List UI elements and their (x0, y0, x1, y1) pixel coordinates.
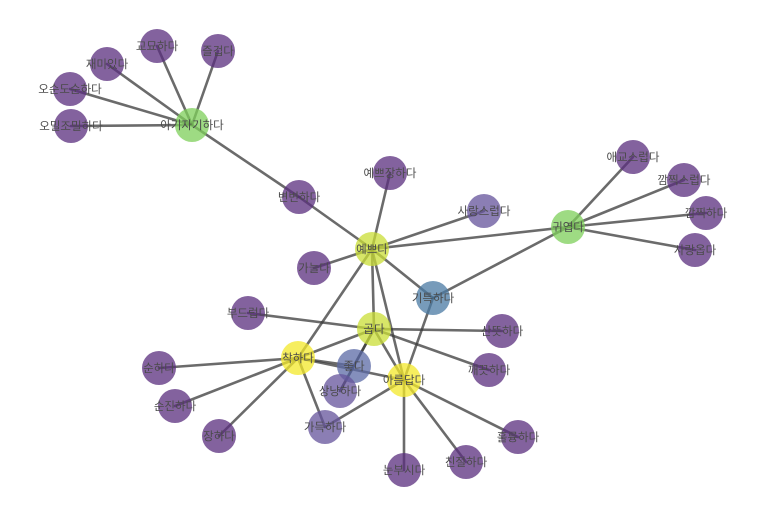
edge-n0-n4 (68, 87, 194, 127)
node-label: 순하다 (143, 361, 175, 375)
edge-n8-n20 (296, 247, 374, 360)
node-label: 깜찍스럽다 (658, 173, 711, 187)
node-label: 귀엽다 (552, 220, 584, 234)
node-label: 깜찍하다 (685, 206, 728, 220)
node-n30 (449, 445, 483, 479)
node-n15 (297, 251, 331, 285)
node-n26 (158, 389, 192, 423)
node-label: 변변하다 (278, 190, 321, 204)
node-label: 사랑옵다 (674, 243, 717, 257)
node-label: 눈부시다 (383, 463, 426, 477)
node-label: 사랑스럽다 (458, 204, 511, 218)
node-n25 (387, 363, 421, 397)
node-label: 착하다 (282, 351, 314, 365)
node-label: 순진하다 (154, 399, 197, 413)
node-n6 (282, 180, 316, 214)
node-n11 (616, 140, 650, 174)
node-n29 (202, 419, 236, 453)
edge-n0-n6 (190, 123, 301, 199)
node-label: 기특하다 (412, 291, 455, 305)
node-label: 교묘하다 (136, 39, 179, 53)
node-n1 (140, 29, 174, 63)
edge-n18-n22 (372, 327, 491, 372)
node-label: 가득하다 (304, 420, 347, 434)
node-n0 (175, 108, 209, 142)
node-label: 재미있다 (86, 57, 129, 71)
node-layer (53, 29, 723, 487)
edge-n20-n26 (173, 356, 300, 408)
edge-n0-n3 (105, 62, 194, 127)
node-n21 (337, 349, 371, 383)
node-label: 애교스럽다 (607, 150, 660, 164)
edge-n8-n10 (370, 225, 570, 251)
node-n31 (387, 453, 421, 487)
node-n28 (501, 420, 535, 454)
node-label: 상냥하다 (319, 384, 362, 398)
node-n17 (231, 296, 265, 330)
node-n14 (678, 233, 712, 267)
node-n8 (355, 232, 389, 266)
edge-n20-n23 (157, 356, 300, 370)
node-n27 (308, 410, 342, 444)
node-n9 (467, 194, 501, 228)
node-label: 가늘다 (298, 261, 330, 275)
node-n22 (472, 353, 506, 387)
node-label: 부드럽다 (227, 306, 270, 320)
node-label: 오밀조밀하다 (39, 119, 103, 133)
node-n7 (373, 156, 407, 190)
node-n12 (667, 163, 701, 197)
node-label: 좋다 (343, 359, 365, 373)
node-n5 (54, 109, 88, 143)
edge-n8-n9 (370, 209, 486, 251)
node-label: 예쁘다 (356, 242, 388, 256)
edge-n8-n25 (370, 247, 406, 382)
edge-n10-n12 (566, 178, 686, 229)
node-n16 (416, 281, 450, 315)
node-label: 아름답다 (383, 373, 426, 387)
node-label: 훌륭하다 (497, 430, 540, 444)
node-label: 오순도순하다 (38, 82, 102, 96)
edge-n10-n13 (566, 211, 708, 229)
node-label: 아기자기하다 (160, 118, 224, 132)
node-n13 (689, 196, 723, 230)
node-n20 (281, 341, 315, 375)
node-n24 (323, 374, 357, 408)
edge-n25-n28 (402, 378, 520, 439)
node-label: 즐겁다 (202, 44, 234, 58)
edge-n18-n17 (246, 311, 376, 331)
edge-n25-n30 (402, 378, 468, 464)
node-label: 예쁘장하다 (364, 166, 417, 180)
node-label: 깨끗하다 (468, 363, 511, 377)
node-label: 장하다 (203, 429, 235, 443)
edge-n10-n16 (431, 225, 570, 300)
node-label: 친절하다 (445, 455, 488, 469)
node-n23 (142, 351, 176, 385)
node-n10 (551, 210, 585, 244)
node-n19 (485, 314, 519, 348)
node-label: 곱다 (363, 322, 385, 336)
node-n4 (53, 72, 87, 106)
edge-n0-n5 (69, 123, 194, 128)
edge-n18-n19 (372, 327, 504, 333)
node-label: 산뜻하다 (481, 324, 524, 338)
edge-n10-n14 (566, 225, 697, 252)
edge-n20-n29 (217, 356, 300, 438)
node-n3 (90, 47, 124, 81)
node-n18 (357, 312, 391, 346)
node-n2 (201, 34, 235, 68)
